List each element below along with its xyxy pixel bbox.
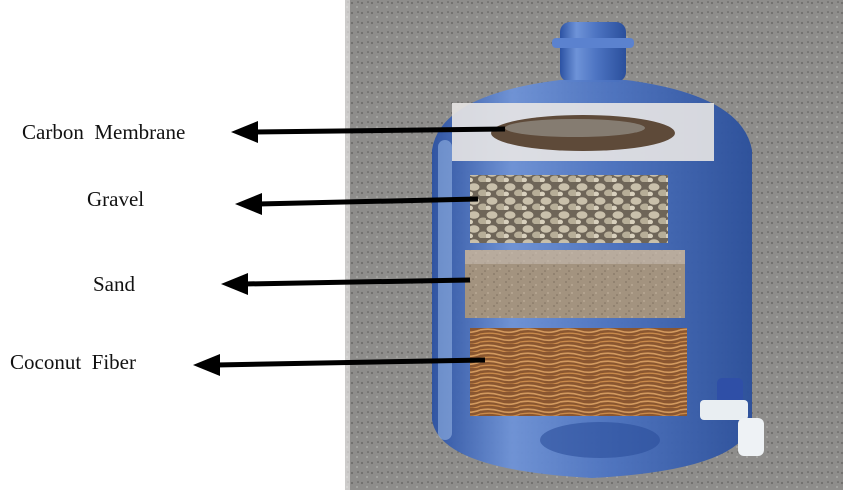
carbon-membrane-layer bbox=[452, 103, 714, 161]
coconut-fiber-label: Coconut Fiber bbox=[10, 350, 136, 375]
sand-label: Sand bbox=[93, 272, 135, 297]
gravel-layer bbox=[470, 175, 668, 243]
coconut-fiber-layer bbox=[470, 328, 687, 416]
carbon-membrane-label: Carbon Membrane bbox=[22, 120, 185, 145]
gravel-label: Gravel bbox=[87, 187, 144, 212]
photo-edge-fade bbox=[290, 0, 350, 490]
sand-layer bbox=[465, 250, 685, 318]
